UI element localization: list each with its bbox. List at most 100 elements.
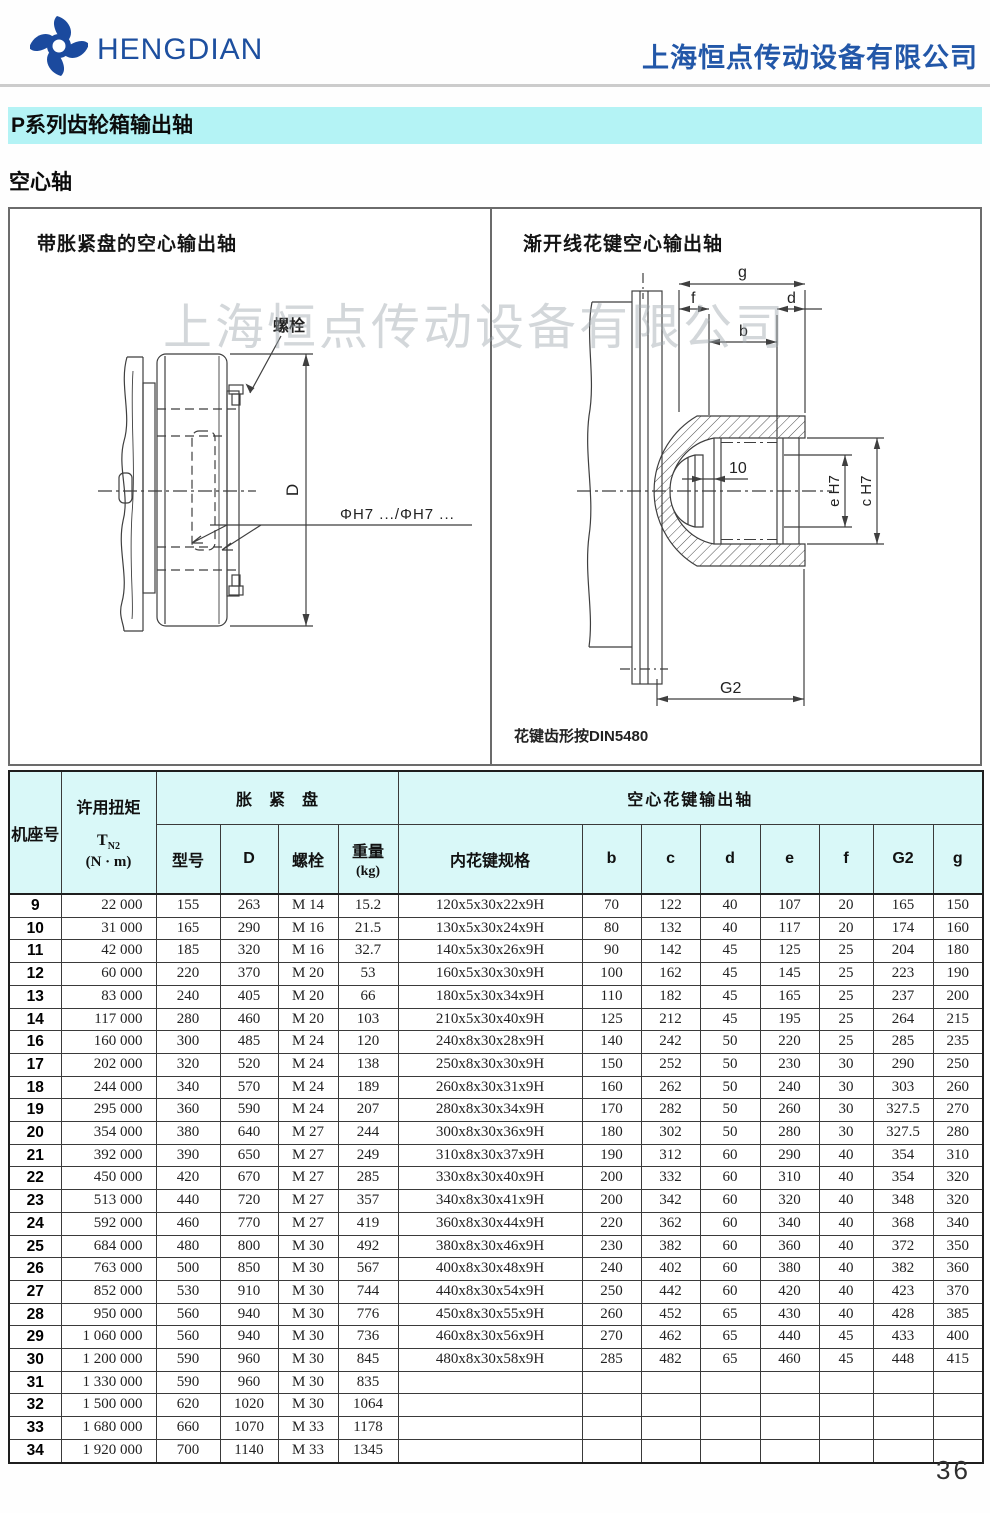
cell-r20-c8: 482 — [640, 1348, 701, 1372]
cell-r13-c12: 348 — [872, 1189, 934, 1213]
cell-r11-c1: 392 000 — [60, 1143, 157, 1168]
cell-r4-c13: 200 — [932, 984, 984, 1009]
cell-r1-c5: 21.5 — [337, 916, 399, 941]
cell-r20-c3: 960 — [219, 1348, 279, 1372]
cell-r21-c7 — [581, 1370, 642, 1395]
cell-r24-c0: 34 — [8, 1438, 62, 1464]
cell-r15-c12: 372 — [872, 1234, 934, 1259]
cell-r17-c4: M 30 — [277, 1279, 339, 1304]
cell-r22-c2: 620 — [155, 1393, 221, 1418]
cell-r9-c11: 30 — [818, 1098, 874, 1123]
cell-r15-c8: 382 — [640, 1234, 701, 1259]
cell-r14-c7: 220 — [581, 1211, 642, 1236]
cell-r6-c4: M 24 — [277, 1030, 339, 1054]
cell-r14-c13: 340 — [932, 1211, 984, 1236]
cell-r24-c2: 700 — [155, 1438, 221, 1464]
cell-r16-c8: 402 — [640, 1257, 701, 1281]
cell-r12-c12: 354 — [872, 1166, 934, 1191]
cell-r6-c1: 160 000 — [60, 1030, 157, 1054]
cell-r22-c3: 1020 — [219, 1393, 279, 1418]
cell-r12-c0: 22 — [8, 1166, 62, 1191]
cell-r6-c12: 285 — [872, 1030, 934, 1054]
cell-r10-c0: 20 — [8, 1121, 62, 1145]
cell-r3-c1: 60 000 — [60, 962, 157, 986]
cell-r18-c1: 950 000 — [60, 1302, 157, 1327]
cell-r24-c5: 1345 — [337, 1438, 399, 1464]
dim-label-d: d — [787, 290, 796, 307]
col-header-D: D — [219, 824, 279, 895]
cell-r1-c9: 40 — [699, 916, 761, 941]
header-divider — [0, 84, 990, 87]
cell-r3-c0: 12 — [8, 962, 62, 986]
cell-r13-c5: 357 — [337, 1189, 399, 1213]
cell-r19-c11: 45 — [818, 1325, 874, 1350]
cell-r20-c4: M 30 — [277, 1348, 339, 1372]
cell-r19-c3: 940 — [219, 1325, 279, 1350]
cell-r0-c2: 155 — [155, 893, 221, 918]
cell-r16-c0: 26 — [8, 1257, 62, 1281]
cell-r1-c2: 165 — [155, 916, 221, 941]
cell-r17-c13: 370 — [932, 1279, 984, 1304]
cell-r22-c13 — [932, 1393, 984, 1418]
cell-r1-c11: 20 — [818, 916, 874, 941]
col-header-c: c — [640, 824, 701, 895]
cell-r18-c8: 452 — [640, 1302, 701, 1327]
cell-r7-c1: 202 000 — [60, 1052, 157, 1077]
cell-r18-c0: 28 — [8, 1302, 62, 1327]
cell-r10-c4: M 27 — [277, 1121, 339, 1145]
dim-label-cH7: c H7 — [858, 476, 875, 507]
cell-r1-c10: 117 — [759, 916, 820, 941]
cell-r2-c12: 204 — [872, 939, 934, 964]
cell-r13-c11: 40 — [818, 1189, 874, 1213]
cell-r10-c12: 327.5 — [872, 1121, 934, 1145]
cell-r17-c12: 423 — [872, 1279, 934, 1304]
cell-r5-c8: 212 — [640, 1007, 701, 1032]
cell-r14-c8: 362 — [640, 1211, 701, 1236]
cell-r18-c9: 65 — [699, 1302, 761, 1327]
cell-r4-c6: 180x5x30x34x9H — [397, 984, 583, 1009]
cell-r16-c2: 500 — [155, 1257, 221, 1281]
cell-r21-c9 — [699, 1370, 761, 1395]
cell-r3-c4: M 20 — [277, 962, 339, 986]
cell-r10-c2: 380 — [155, 1121, 221, 1145]
cell-r18-c2: 560 — [155, 1302, 221, 1327]
cell-r13-c13: 320 — [932, 1189, 984, 1213]
group-header-spline-shaft: 空心花键输出轴 — [397, 770, 984, 825]
cell-r4-c1: 83 000 — [60, 984, 157, 1009]
cell-r15-c3: 800 — [219, 1234, 279, 1259]
cell-r1-c13: 160 — [932, 916, 984, 941]
cell-r18-c3: 940 — [219, 1302, 279, 1327]
cell-r17-c1: 852 000 — [60, 1279, 157, 1304]
drawings-panel: 螺栓 D ΦH7 .../ΦH7 ... — [8, 207, 982, 766]
cell-r13-c3: 720 — [219, 1189, 279, 1213]
cell-r5-c7: 125 — [581, 1007, 642, 1032]
cell-r23-c0: 33 — [8, 1416, 62, 1440]
cell-r0-c9: 40 — [699, 893, 761, 918]
cell-r0-c4: M 14 — [277, 893, 339, 918]
cell-r18-c10: 430 — [759, 1302, 820, 1327]
cell-r4-c2: 240 — [155, 984, 221, 1009]
group-header-shrink-disc: 胀紧盘 — [155, 770, 399, 825]
cell-r18-c12: 428 — [872, 1302, 934, 1327]
cell-r9-c3: 590 — [219, 1098, 279, 1123]
cell-r23-c13 — [932, 1416, 984, 1440]
cell-r24-c3: 1140 — [219, 1438, 279, 1464]
cell-r16-c11: 40 — [818, 1257, 874, 1281]
torque-unit: (N · m) — [85, 853, 132, 870]
cell-r22-c11 — [818, 1393, 874, 1418]
cell-r5-c9: 45 — [699, 1007, 761, 1032]
cell-r3-c12: 223 — [872, 962, 934, 986]
col-header-g: g — [932, 824, 984, 895]
cell-r8-c8: 262 — [640, 1075, 701, 1100]
cell-r21-c13 — [932, 1370, 984, 1395]
cell-r20-c12: 448 — [872, 1348, 934, 1372]
cell-r18-c11: 40 — [818, 1302, 874, 1327]
cell-r6-c11: 25 — [818, 1030, 874, 1054]
